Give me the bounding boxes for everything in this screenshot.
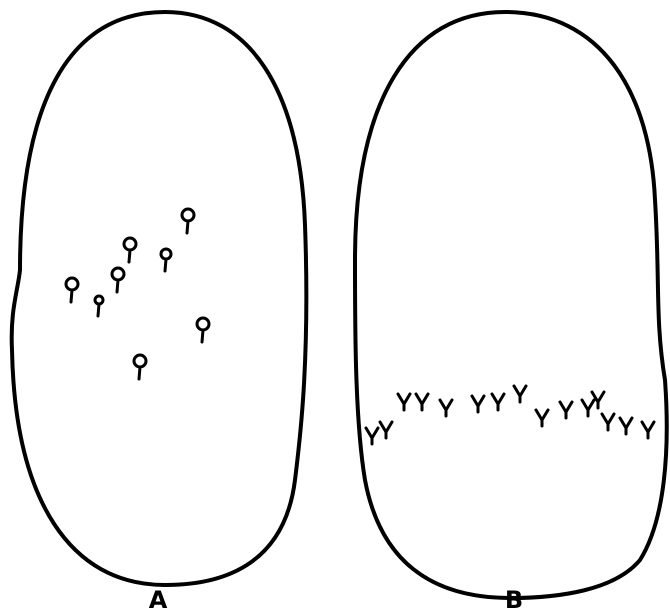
panel-b-outline (355, 12, 667, 598)
club-mark (124, 238, 136, 262)
fork-mark (560, 402, 572, 418)
club-mark (66, 278, 78, 302)
club-mark (95, 296, 103, 316)
fork-mark (582, 400, 594, 416)
panel-a-marks (66, 209, 209, 379)
panel-b-label: B (505, 586, 523, 613)
club-mark (182, 209, 194, 233)
fork-mark (620, 418, 632, 434)
panel-a-outline (12, 12, 307, 585)
fork-mark (398, 394, 410, 410)
fork-mark (472, 396, 484, 412)
fork-mark (366, 428, 378, 444)
fork-mark (602, 414, 614, 430)
fork-mark (536, 410, 548, 426)
panel-b: B (355, 12, 667, 613)
club-mark (197, 318, 209, 342)
club-mark (161, 249, 171, 271)
club-mark (112, 268, 124, 292)
panel-a-label: A (149, 586, 168, 613)
fork-mark (380, 422, 392, 438)
fork-mark (416, 394, 428, 410)
panel-a: A (12, 12, 307, 613)
fork-mark (492, 394, 504, 410)
fork-mark (642, 422, 654, 438)
fork-mark (440, 400, 452, 416)
panel-b-marks (366, 386, 654, 444)
club-mark (134, 355, 146, 379)
fork-mark (514, 386, 526, 402)
